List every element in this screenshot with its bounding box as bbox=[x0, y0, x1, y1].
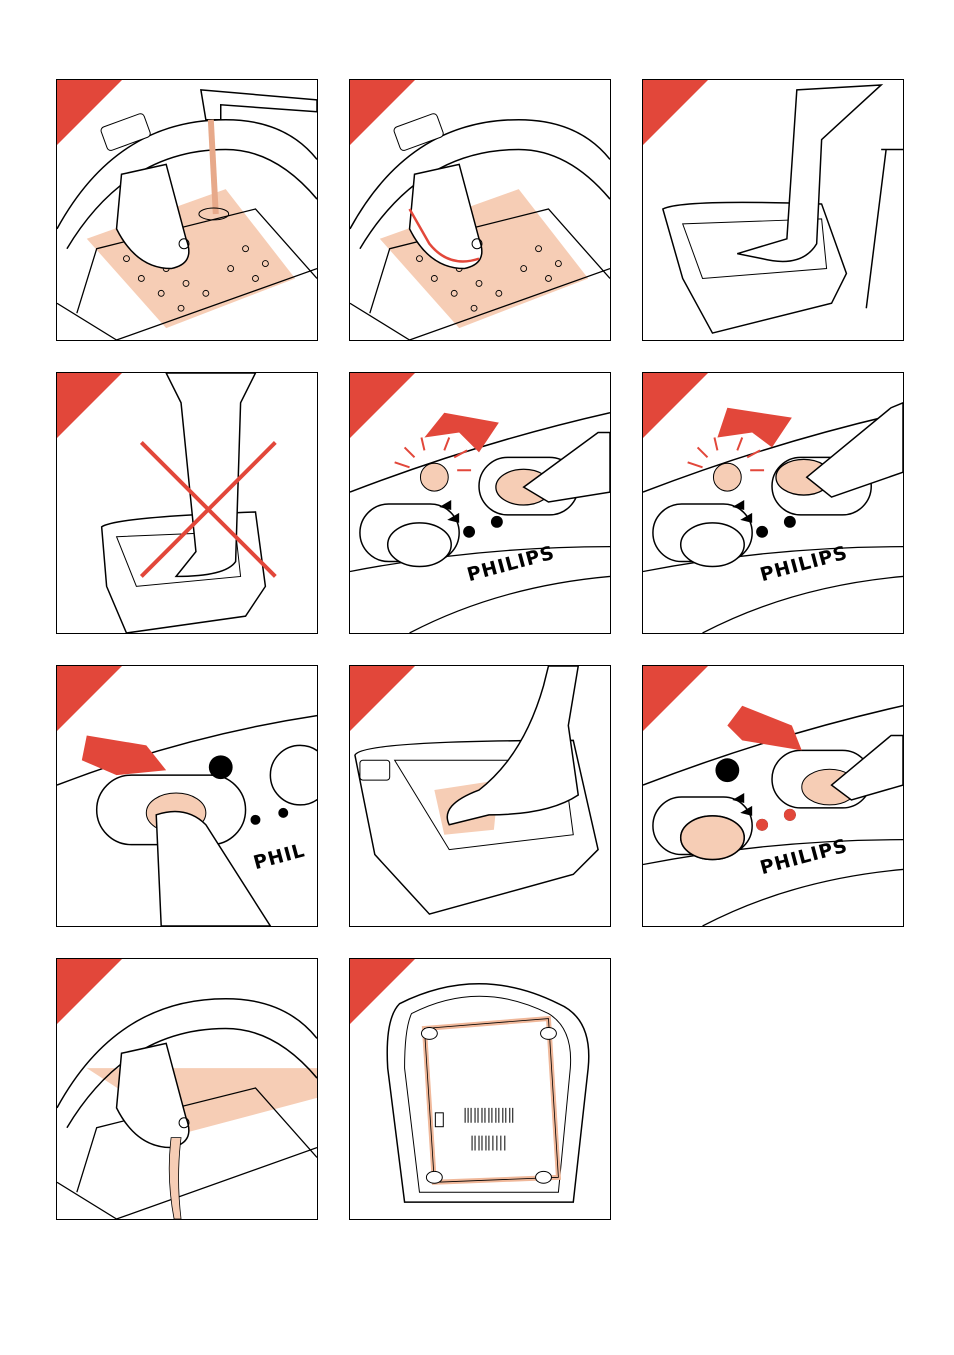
step-marker bbox=[643, 373, 708, 438]
step-marker bbox=[643, 80, 708, 145]
step-marker bbox=[350, 80, 415, 145]
step-marker bbox=[350, 666, 415, 731]
step-press-button-panel: PHIL bbox=[56, 665, 318, 927]
step-marker bbox=[57, 80, 122, 145]
step-do-not-stand-panel bbox=[56, 372, 318, 634]
step-marker bbox=[350, 959, 415, 1024]
brand-label: PHILIPS bbox=[465, 543, 557, 587]
step-fill-water-panel bbox=[56, 79, 318, 341]
brand-label: PHILIPS bbox=[758, 836, 850, 880]
step-marker bbox=[57, 666, 122, 731]
brand-label: PHILIPS bbox=[758, 543, 850, 587]
step-marker bbox=[643, 666, 708, 731]
step-foot-in-bath-panel bbox=[349, 665, 611, 927]
step-switch-off-panel: PHILIPS bbox=[642, 665, 904, 927]
step-marker bbox=[350, 373, 415, 438]
step-seated-panel bbox=[642, 79, 904, 341]
step-indicator-panel: PHILIPS bbox=[349, 372, 611, 634]
step-water-level-panel bbox=[349, 79, 611, 341]
step-cord-storage-panel bbox=[349, 958, 611, 1220]
step-marker bbox=[57, 959, 122, 1024]
step-empty-panel bbox=[56, 958, 318, 1220]
step-heat-panel: PHILIPS bbox=[642, 372, 904, 634]
brand-label-partial: PHIL bbox=[251, 840, 307, 874]
step-marker bbox=[57, 373, 122, 438]
